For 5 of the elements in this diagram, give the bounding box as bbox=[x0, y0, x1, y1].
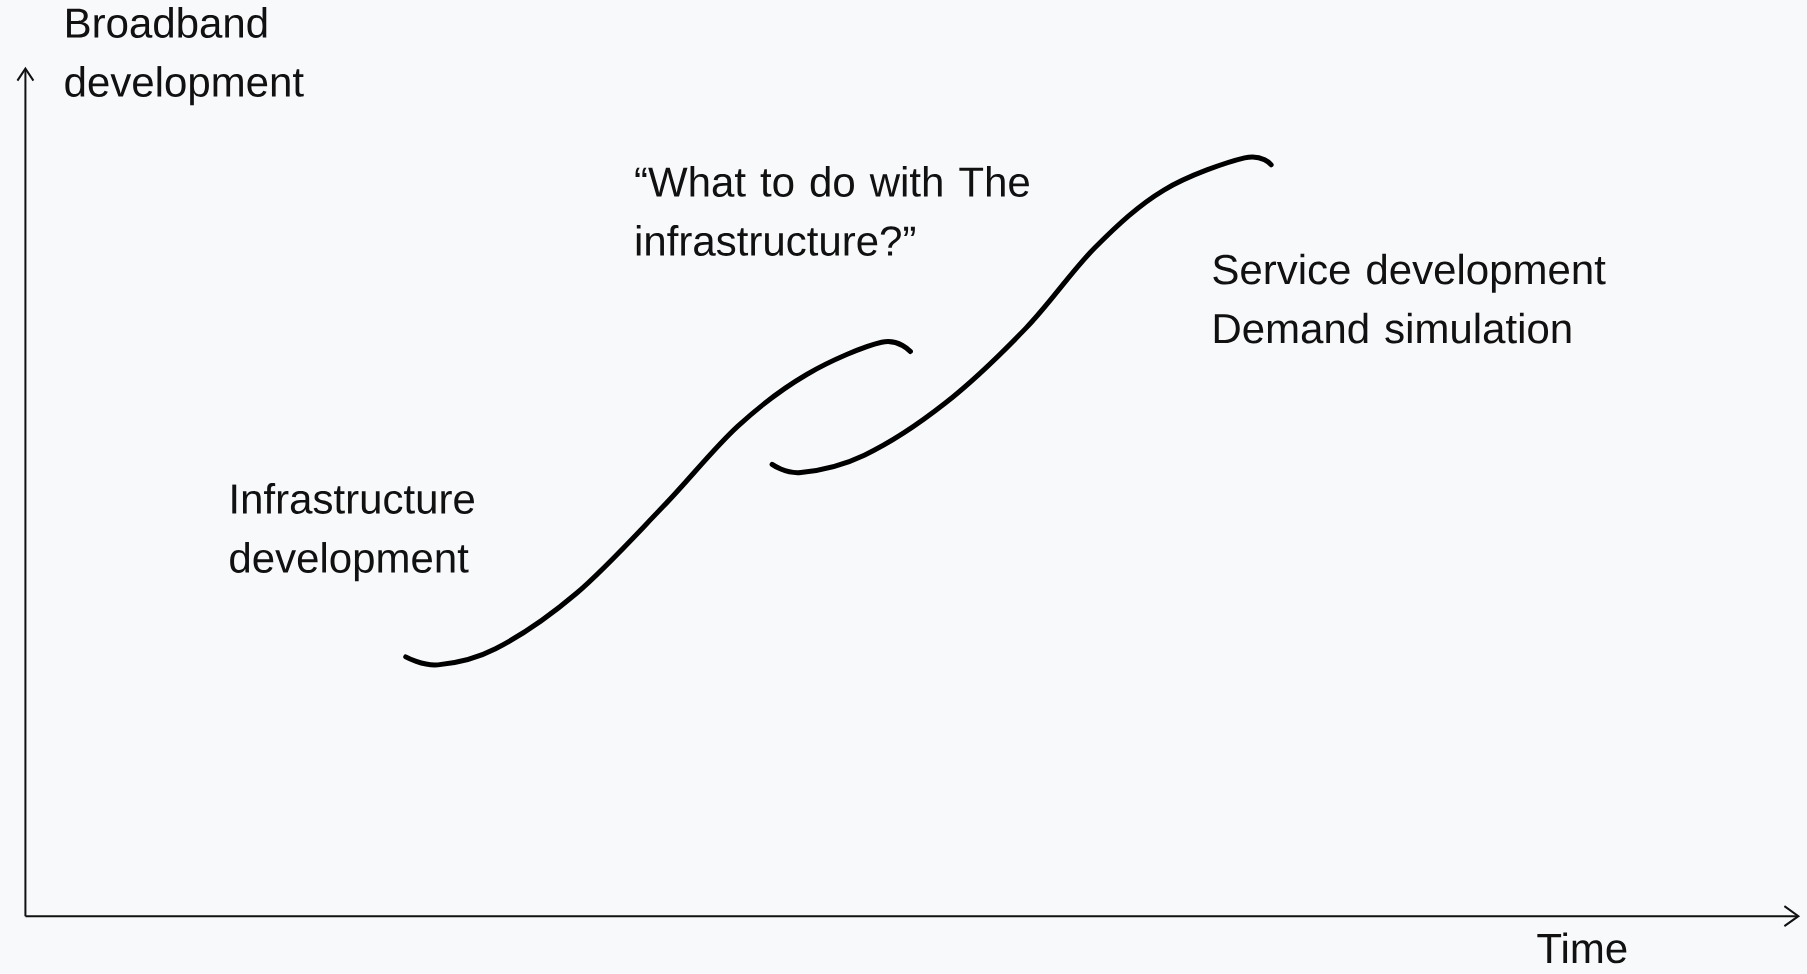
axis-label: Time bbox=[1537, 932, 1627, 964]
axis-label: Service development Demand simulation bbox=[1213, 253, 1606, 344]
axis-label: Infrastructure development bbox=[230, 483, 474, 582]
axis-label: “What to do with The infrastructure?” bbox=[635, 166, 1029, 256]
axis-label: Broadband development bbox=[65, 7, 304, 106]
